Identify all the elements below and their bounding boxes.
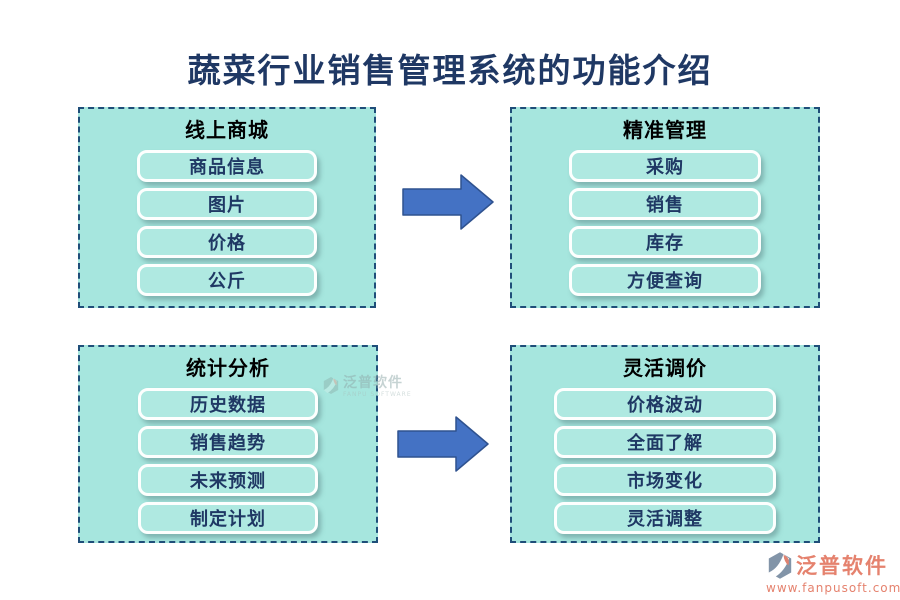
feature-pill: 采购 [569, 150, 761, 182]
panel-title: 灵活调价 [623, 356, 707, 380]
feature-pill: 方便查询 [569, 264, 761, 296]
feature-pill: 未来预测 [138, 464, 318, 496]
feature-pill: 市场变化 [554, 464, 776, 496]
panel-title: 精准管理 [623, 118, 707, 142]
panel-title: 统计分析 [186, 356, 270, 380]
page-title: 蔬菜行业销售管理系统的功能介绍 [187, 51, 713, 90]
panel-statistical-analysis: 统计分析 历史数据 销售趋势 未来预测 制定计划 [78, 345, 378, 543]
panel-online-mall: 线上商城 商品信息 图片 价格 公斤 [78, 107, 376, 308]
panel-flexible-pricing: 灵活调价 价格波动 全面了解 市场变化 灵活调整 [510, 345, 820, 543]
feature-pill: 灵活调整 [554, 502, 776, 534]
right-arrow-icon [397, 416, 489, 472]
feature-pill: 库存 [569, 226, 761, 258]
feature-pill: 价格波动 [554, 388, 776, 420]
feature-pill: 全面了解 [554, 426, 776, 458]
bottom-right-watermark: 泛普软件 www.fanpusoft.com [766, 550, 900, 595]
panel-precise-management: 精准管理 采购 销售 库存 方便查询 [510, 107, 820, 308]
feature-pill: 图片 [137, 188, 317, 220]
panel-title: 线上商城 [185, 118, 269, 142]
fanpu-logo-icon [768, 551, 792, 579]
feature-pill: 历史数据 [138, 388, 318, 420]
feature-pill: 制定计划 [138, 502, 318, 534]
feature-pill: 公斤 [137, 264, 317, 296]
feature-pill: 销售 [569, 188, 761, 220]
feature-pill: 销售趋势 [138, 426, 318, 458]
watermark-brand: 泛普软件 [796, 554, 888, 578]
feature-pill: 价格 [137, 226, 317, 258]
right-arrow-icon [402, 174, 494, 230]
feature-pill: 商品信息 [137, 150, 317, 182]
watermark-url: www.fanpusoft.com [766, 581, 900, 595]
